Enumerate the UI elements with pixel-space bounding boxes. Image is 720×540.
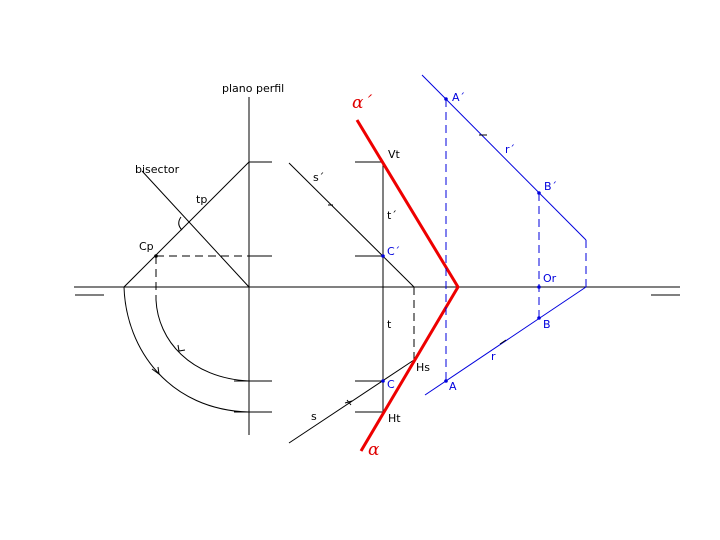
label-s: s: [311, 410, 317, 423]
label-plano-perfil: plano perfil: [222, 82, 285, 95]
label-or: Or: [543, 272, 557, 285]
label-tp: tp: [196, 193, 208, 206]
label-alpha: α: [368, 440, 380, 460]
line-s: [288, 162, 415, 444]
label-a-prime: A´: [452, 91, 466, 104]
label-r: r: [491, 350, 496, 363]
label-t-prime: t´: [387, 209, 397, 222]
label-c: C: [387, 378, 395, 391]
line-r: [421, 74, 587, 396]
plane-alpha-traces: [355, 119, 460, 452]
label-bisector: bisector: [135, 163, 180, 176]
label-cp: Cp: [139, 240, 154, 253]
line-t: [355, 161, 384, 413]
label-a: A: [449, 380, 457, 393]
label-hs: Hs: [416, 361, 431, 374]
profile-plane: [123, 97, 272, 435]
label-s-prime: s´: [313, 171, 325, 184]
label-r-prime: r´: [505, 143, 516, 156]
label-b-prime: B´: [544, 180, 558, 193]
label-alpha-prime: α´: [352, 93, 372, 113]
label-t: t: [387, 318, 392, 331]
label-c-prime: C´: [387, 245, 401, 258]
label-vt: Vt: [388, 148, 400, 161]
label-b: B: [543, 318, 551, 331]
label-ht: Ht: [388, 412, 401, 425]
ground-line: [74, 286, 680, 296]
